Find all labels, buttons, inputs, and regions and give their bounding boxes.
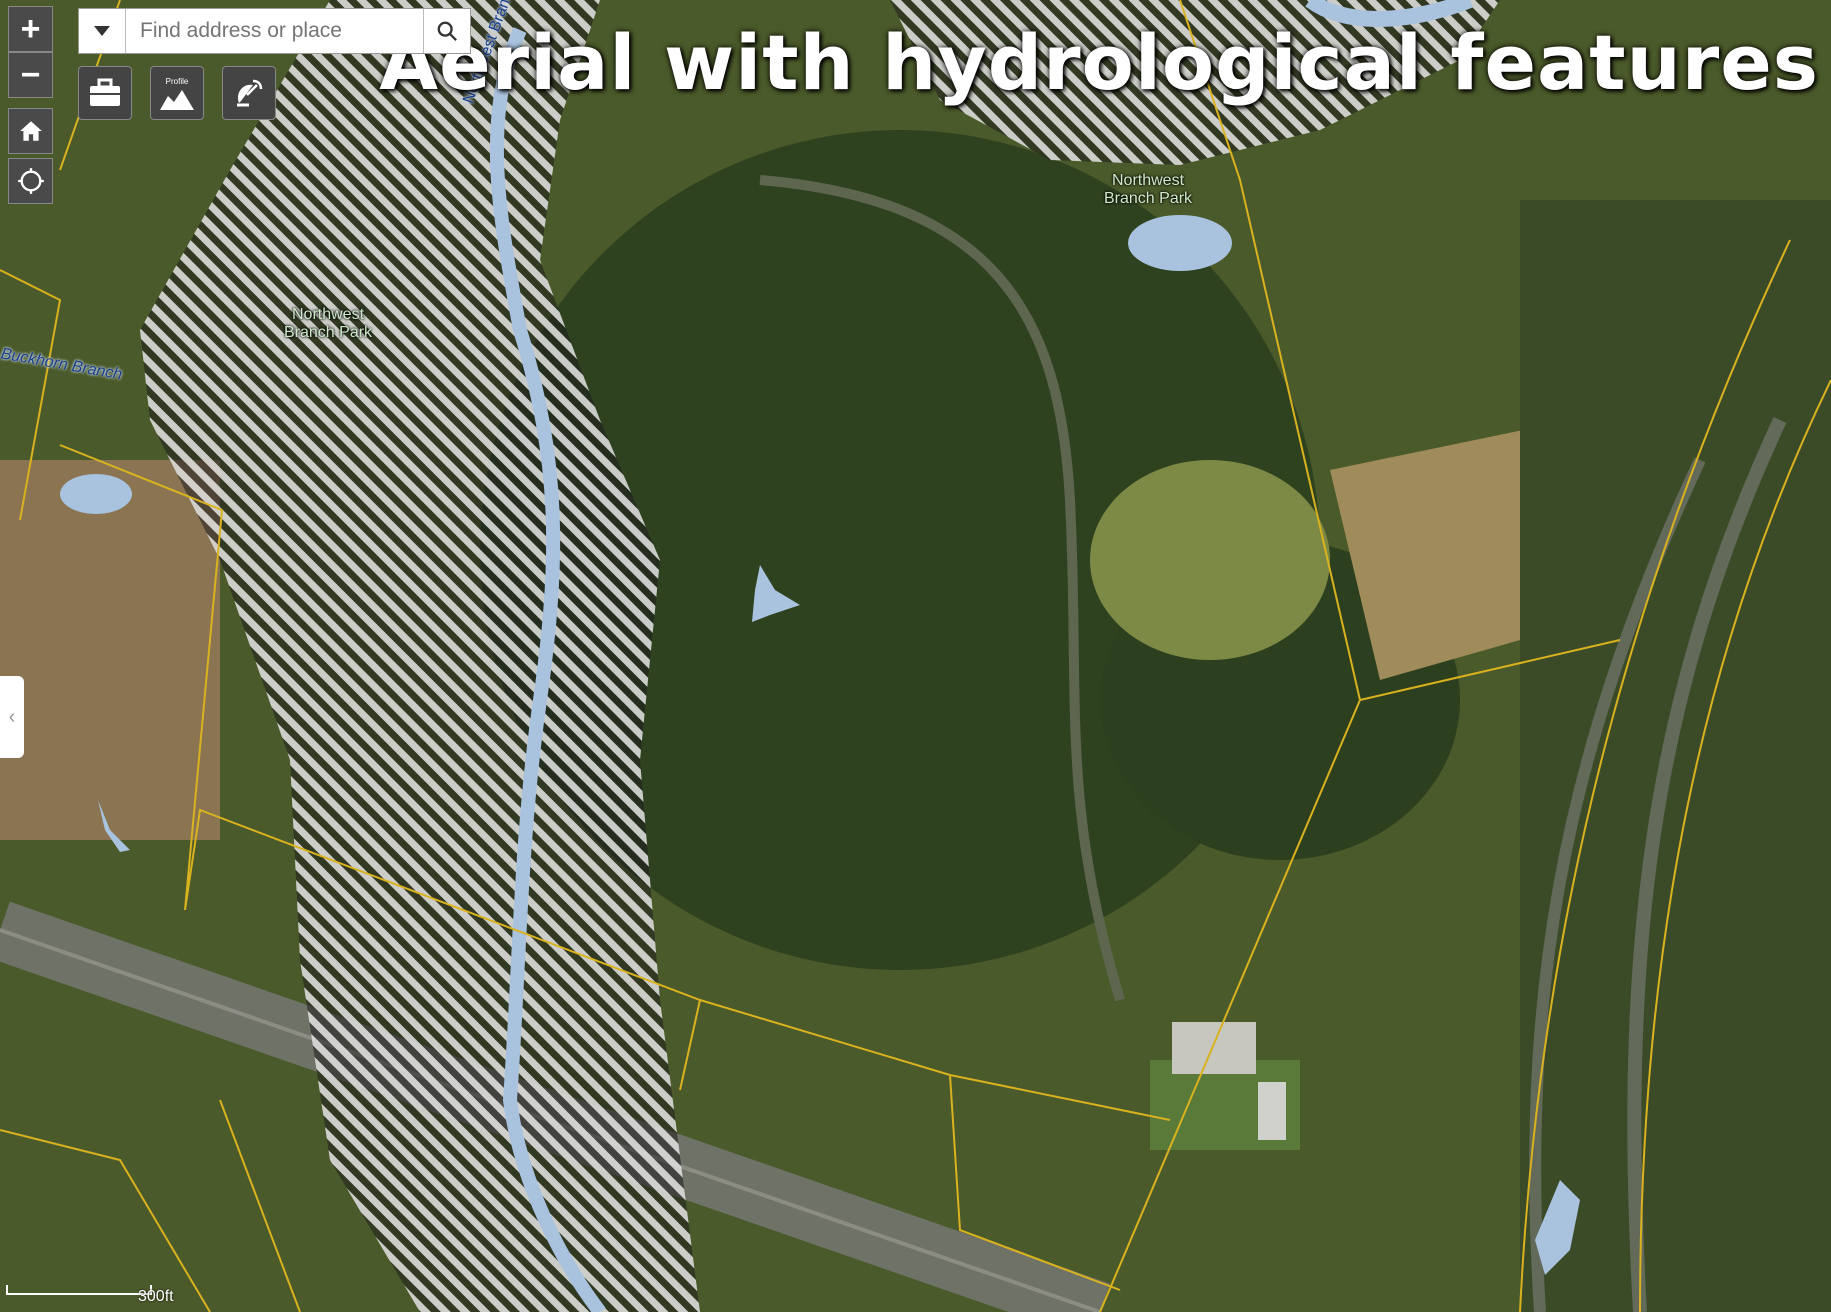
forest-area [480, 130, 1320, 970]
home-button[interactable] [8, 108, 53, 154]
chevron-down-icon [94, 26, 110, 36]
home-icon [19, 121, 42, 141]
profile-tool-button[interactable]: Profile [150, 66, 204, 120]
satellite-dish-icon [237, 79, 263, 107]
building [1172, 1022, 1256, 1074]
zoom-out-button[interactable]: − [8, 52, 53, 98]
briefcase-icon [90, 78, 120, 106]
pond [752, 565, 800, 622]
park-label-left: Northwest Branch Park [284, 306, 373, 341]
search-input[interactable] [126, 9, 423, 53]
profile-label: Profile [165, 76, 189, 86]
map-title: Aerial with hydrological features [379, 18, 1819, 107]
park-trail [759, 175, 1125, 1002]
scale-label: 300ft [138, 1288, 174, 1305]
mountain-profile-icon [160, 89, 194, 110]
floodplain-zone-north [890, 0, 1500, 165]
search-button[interactable] [423, 9, 470, 53]
locate-icon [17, 168, 44, 194]
search-bar [78, 8, 471, 54]
scale-bar [6, 1285, 152, 1295]
zoom-in-button[interactable]: + [8, 6, 53, 52]
locate-button[interactable] [8, 158, 53, 204]
measure-tool-button[interactable] [222, 66, 276, 120]
panel-collapse-tab[interactable]: ‹ [0, 676, 24, 758]
floodplain-zone [140, 0, 700, 1312]
pond [60, 474, 132, 514]
layers-tool-button[interactable] [78, 66, 132, 120]
park-label-top: Northwest Branch Park [1104, 172, 1193, 207]
search-icon [437, 21, 457, 41]
stream [489, 27, 606, 1312]
pond [1128, 215, 1232, 271]
pond [1535, 1180, 1580, 1275]
search-source-dropdown[interactable] [79, 9, 126, 53]
